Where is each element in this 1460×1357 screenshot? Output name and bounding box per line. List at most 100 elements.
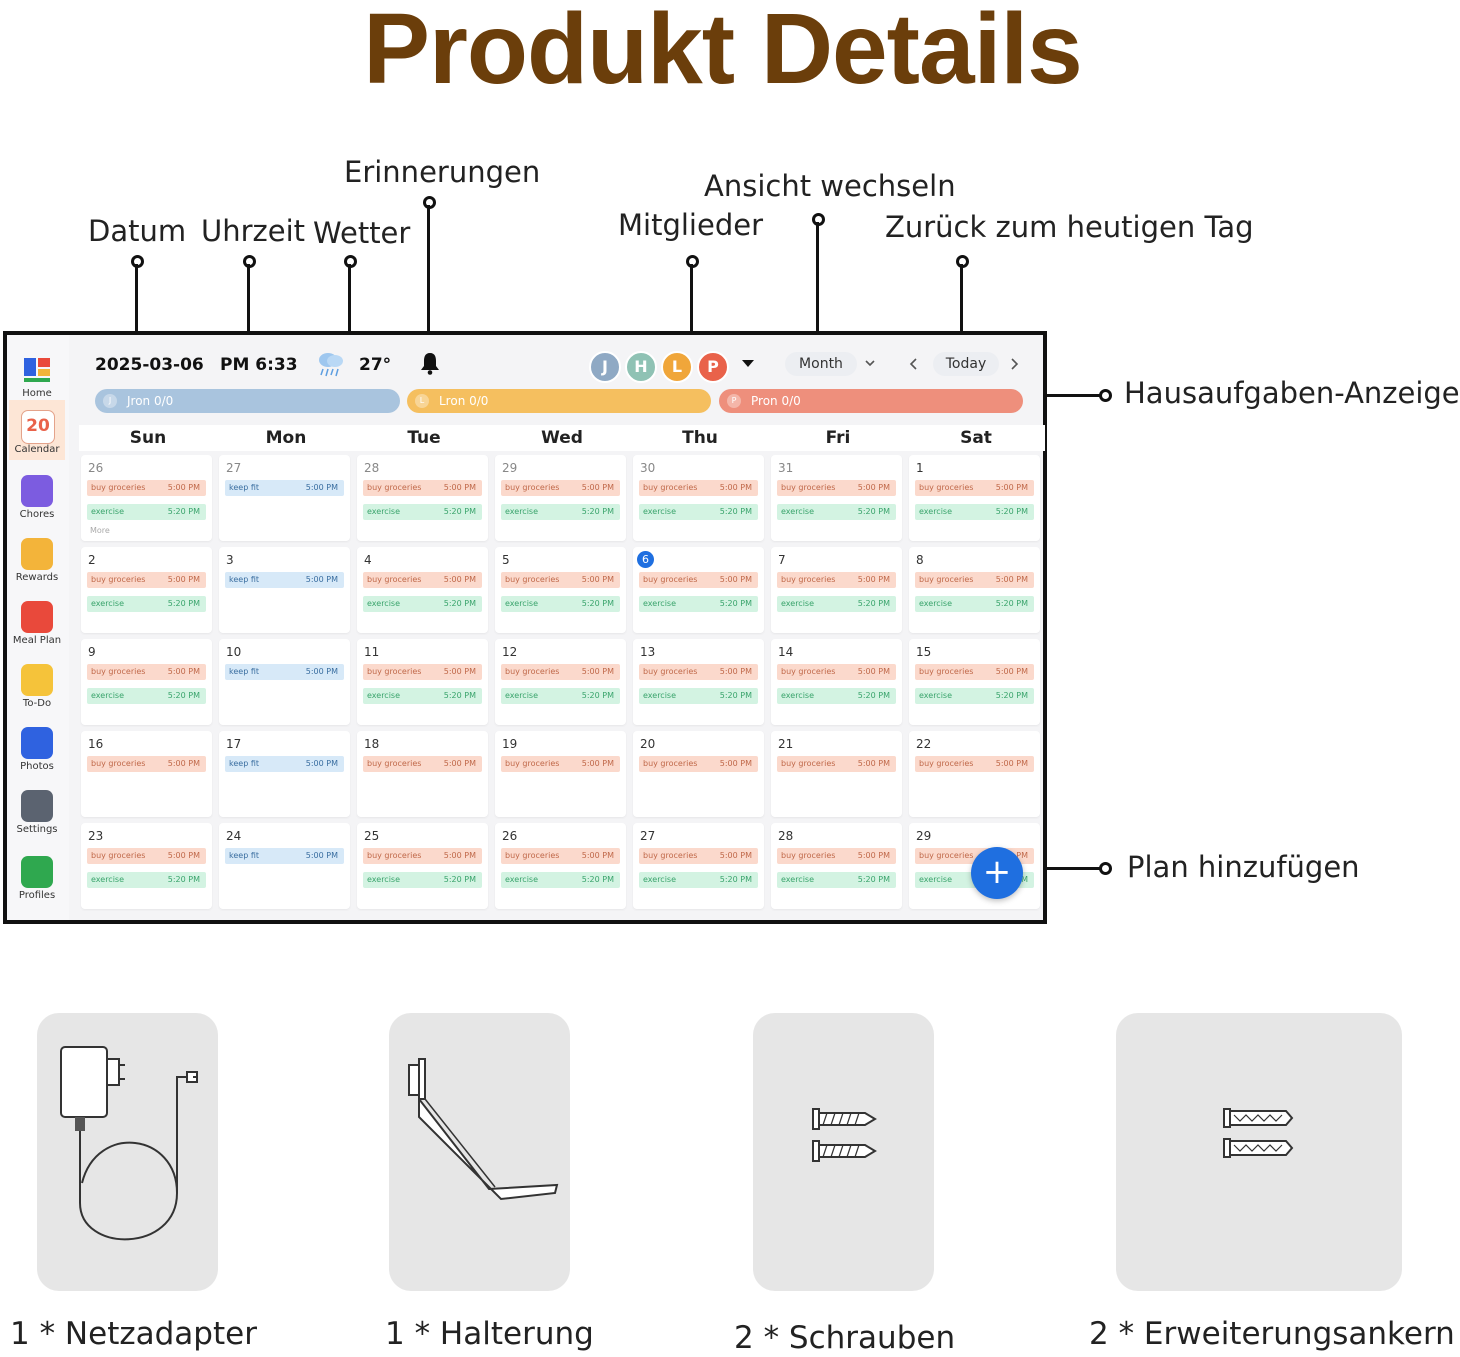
- sidebar-item-meal-plan[interactable]: Meal Plan: [9, 591, 65, 651]
- sidebar-item-settings[interactable]: Settings: [9, 780, 65, 840]
- chore-bar-lron[interactable]: L Lron 0/0: [407, 389, 711, 413]
- sidebar-item-rewards[interactable]: Rewards: [9, 528, 65, 588]
- add-plan-button[interactable]: +: [971, 847, 1023, 899]
- chevron-down-icon[interactable]: [864, 359, 876, 369]
- more-link[interactable]: More: [90, 526, 110, 535]
- sidebar-item-photos[interactable]: Photos: [9, 717, 65, 777]
- chore-bar-pron[interactable]: P Pron 0/0: [719, 389, 1023, 413]
- sidebar-item-profiles[interactable]: Profiles: [9, 846, 65, 906]
- sidebar-item-chores[interactable]: Chores: [9, 465, 65, 525]
- sidebar-item-home[interactable]: Home: [9, 344, 65, 404]
- member-avatar-j[interactable]: J: [589, 351, 621, 383]
- chevron-left-icon[interactable]: [908, 357, 920, 371]
- view-select[interactable]: Month: [785, 352, 857, 376]
- sidebar-item-to-do[interactable]: To-Do: [9, 654, 65, 714]
- members-dropdown-icon[interactable]: [741, 359, 755, 369]
- bell-icon[interactable]: [420, 351, 440, 375]
- chore-bar-jron[interactable]: J Jron 0/0: [95, 389, 400, 413]
- chevron-right-icon[interactable]: [1008, 357, 1020, 371]
- member-avatar-p[interactable]: P: [697, 351, 729, 383]
